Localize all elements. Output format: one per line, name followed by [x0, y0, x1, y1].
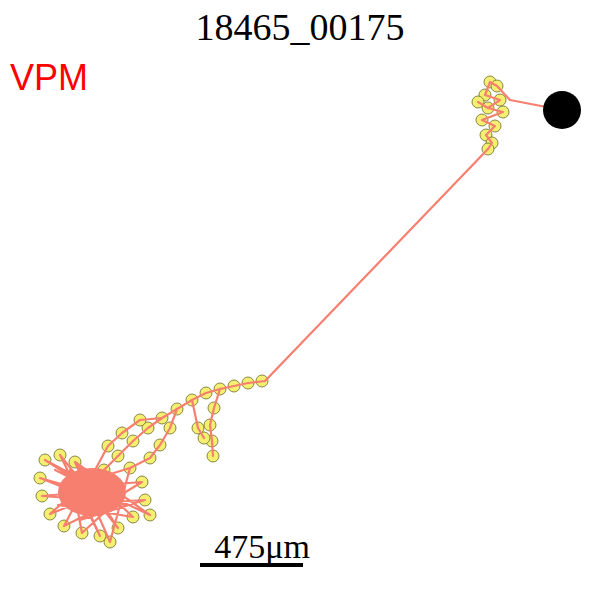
- figure-title: 18465_00175: [196, 8, 405, 46]
- scale-label: 475μm: [214, 530, 310, 564]
- soma: [543, 91, 581, 129]
- reconstruction-points: [34, 76, 509, 548]
- terminal-arbor: [58, 468, 126, 516]
- region-label: VPM: [10, 60, 88, 96]
- neurite-paths: [40, 82, 562, 542]
